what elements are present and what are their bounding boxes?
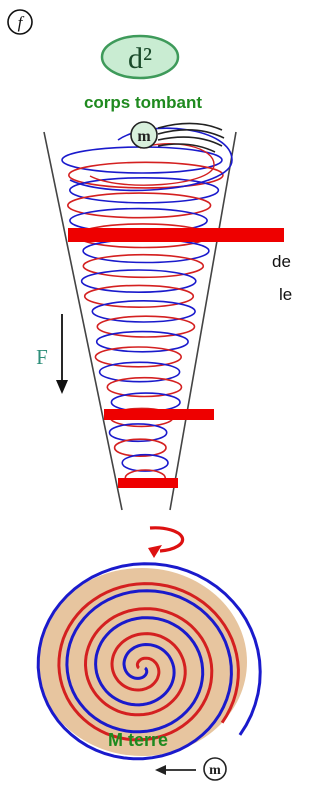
helix-loop (66, 192, 212, 219)
helix-loop (95, 330, 189, 353)
helix-loop (67, 161, 224, 189)
falling-helix-spiral (61, 127, 233, 487)
helix-loop (82, 253, 205, 279)
panel-label-text: f (18, 13, 25, 32)
cone-left-edge (43, 131, 123, 511)
falling-body-caption: corps tombant (84, 93, 202, 112)
helix-loop (121, 453, 169, 472)
helix-entry-blue (69, 127, 233, 192)
helix-loop (94, 346, 183, 368)
helix-loop (106, 376, 183, 398)
helix-loop (108, 423, 168, 443)
earth-spiral-blue (36, 562, 262, 761)
mass-symbol-bottom: m (209, 763, 221, 778)
force-symbol: F (36, 345, 48, 369)
force-arrow: F (36, 314, 68, 394)
earth-disk (37, 568, 247, 756)
red-bands (68, 228, 284, 488)
earth-spiral (36, 562, 262, 761)
red-band-2 (104, 409, 214, 420)
helix-loop (69, 177, 220, 204)
earth-mass-label: M terre (108, 730, 168, 750)
helix-loop (96, 315, 196, 338)
helix-loop (98, 361, 181, 383)
d-squared-label: d² (128, 42, 152, 75)
side-text-le: le (279, 285, 293, 304)
red-band-1 (68, 228, 284, 242)
helix-loop (83, 284, 195, 308)
falling-mass: m (130, 121, 225, 153)
panel-label: f (7, 9, 33, 35)
mass-symbol-top: m (137, 128, 151, 145)
rotation-arrow-icon (148, 526, 185, 558)
earth-spiral-red (57, 582, 240, 742)
red-band-3 (118, 478, 178, 488)
helix-loop (91, 299, 196, 323)
funnel-cone (43, 131, 237, 511)
helix-loop (113, 438, 167, 458)
cone-right-edge (169, 131, 237, 511)
side-text-de: de (272, 252, 291, 271)
d-squared-badge: d² (100, 34, 180, 80)
helix-loop (80, 269, 197, 294)
orbit-mass: m (155, 757, 227, 781)
helix-loop (61, 146, 223, 174)
